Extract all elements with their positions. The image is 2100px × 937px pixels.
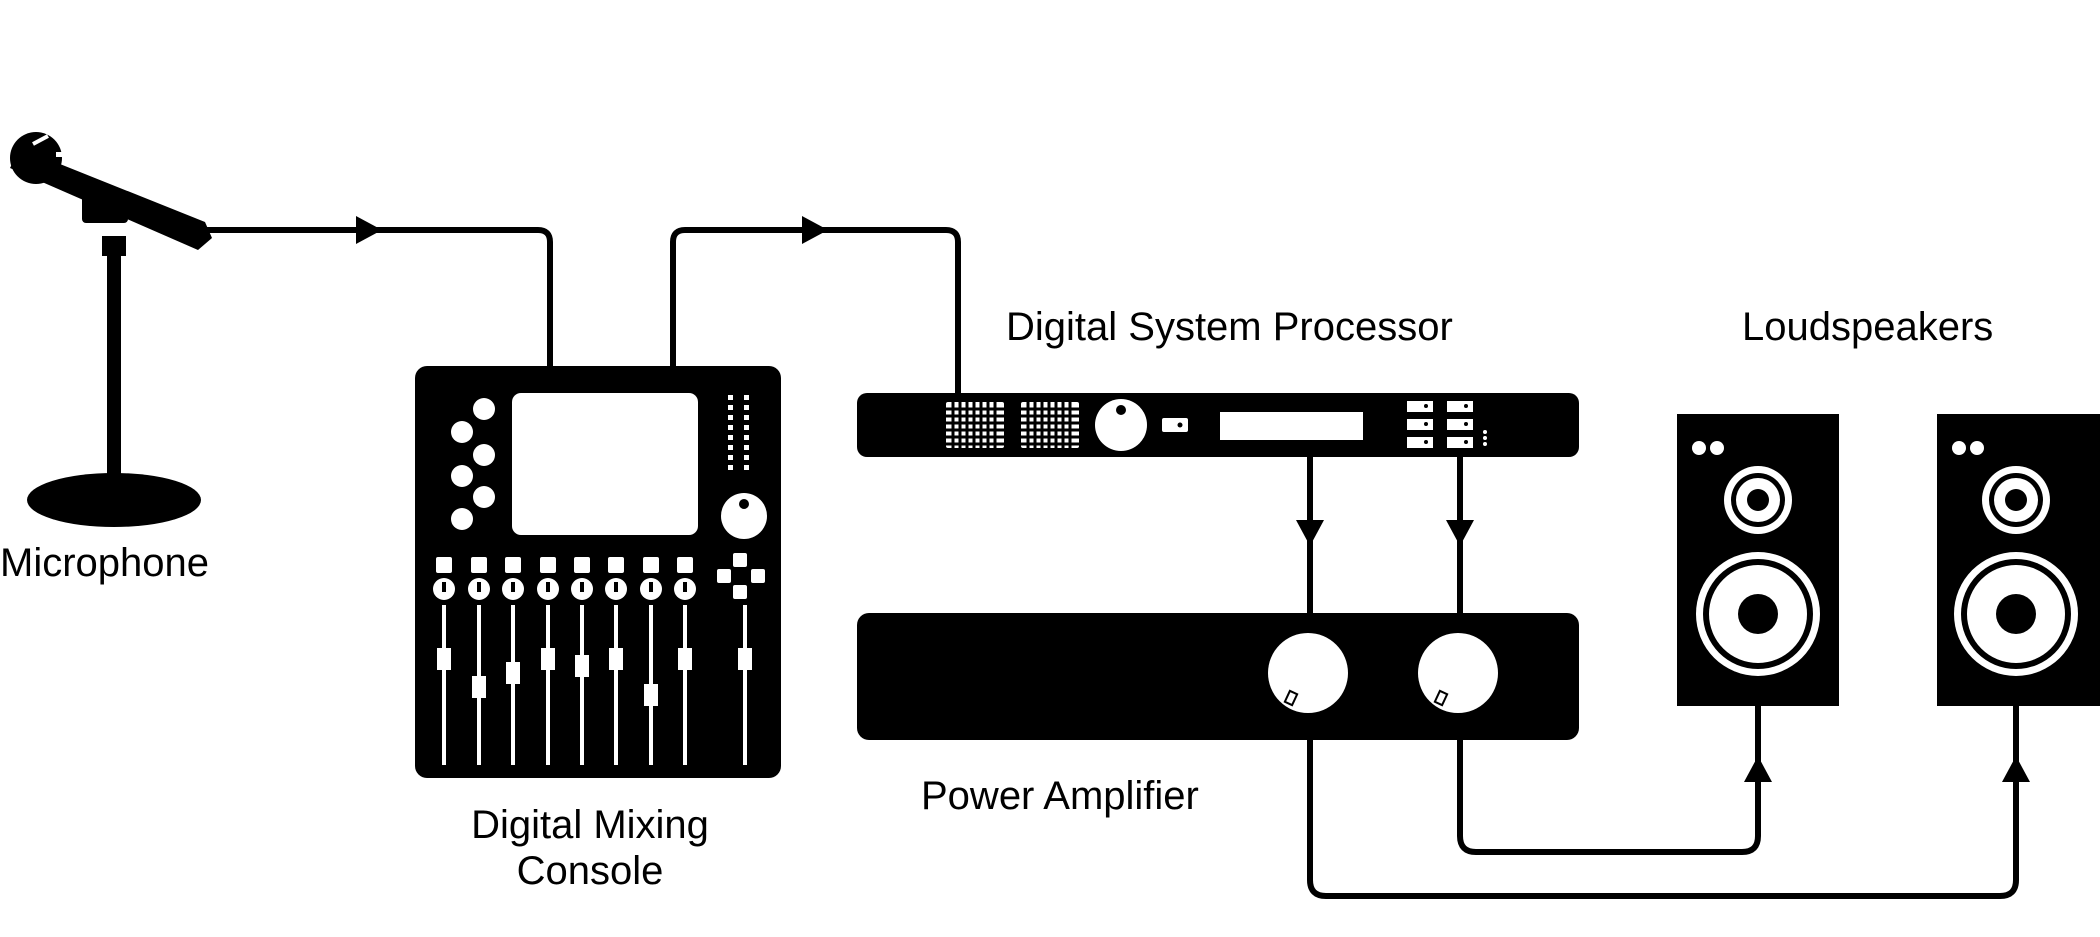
arrow-down-icon xyxy=(1296,520,1324,546)
arrow-right-icon xyxy=(356,216,382,244)
arrow-up-icon xyxy=(1744,756,1772,782)
arrow-down-icon xyxy=(1446,520,1474,546)
loudspeaker-icon xyxy=(1677,414,1839,706)
wire-amp-to-speaker-right xyxy=(1307,706,2019,899)
arrow-up-icon xyxy=(2002,756,2030,782)
wire-amp-to-speaker-left xyxy=(1457,706,1761,855)
loudspeaker-icon xyxy=(1937,414,2100,706)
wire-mic-to-console xyxy=(205,227,553,370)
microphone-label: Microphone xyxy=(0,541,210,585)
arrow-right-icon xyxy=(802,216,828,244)
system-processor-icon xyxy=(857,393,1579,457)
mixing-console-icon xyxy=(415,366,781,778)
microphone-icon xyxy=(10,132,212,527)
console-label-line2: Console xyxy=(516,849,664,893)
processor-label: Digital System Processor xyxy=(1006,305,1453,349)
power-amplifier-icon xyxy=(857,613,1579,740)
amplifier-label: Power Amplifier xyxy=(921,774,1199,818)
loudspeakers-label: Loudspeakers xyxy=(1742,305,1994,349)
console-label-line1: Digital Mixing xyxy=(471,803,709,847)
console-label: Digital Mixing Console xyxy=(430,802,750,894)
